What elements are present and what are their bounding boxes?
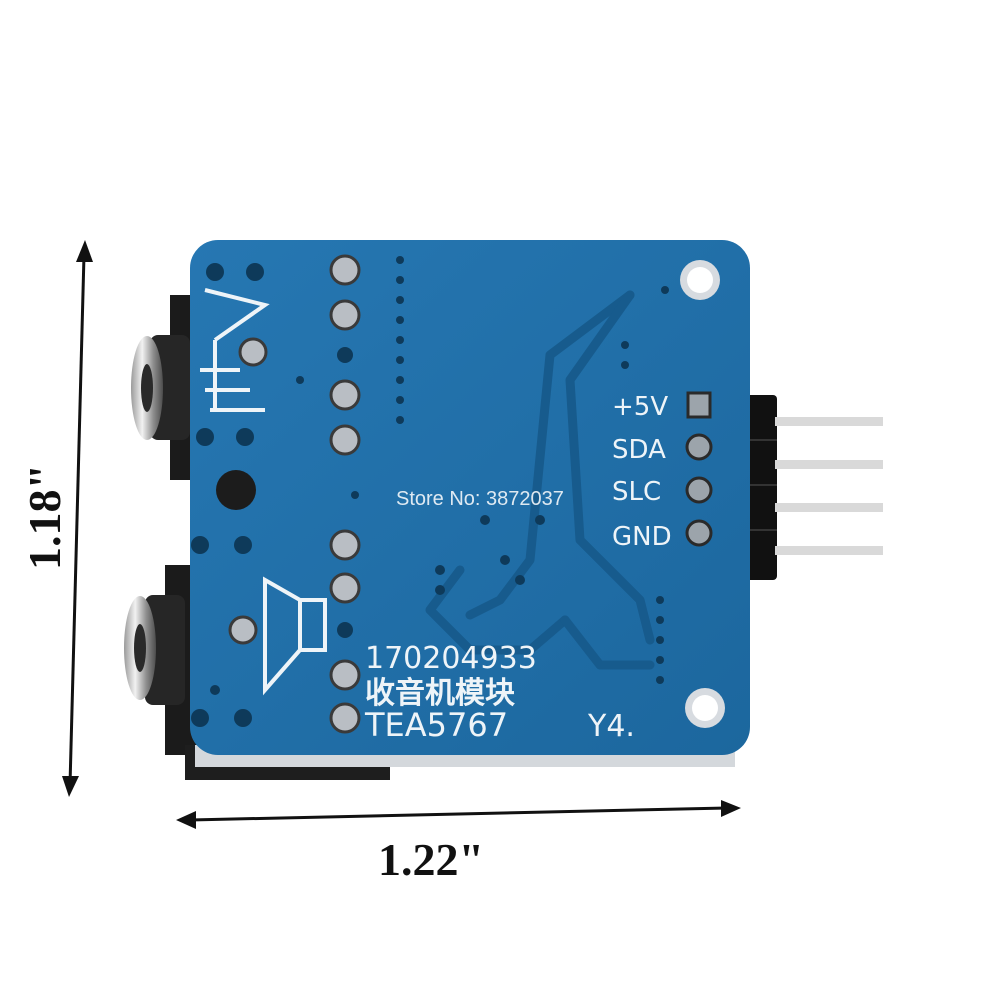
pin-label-slc: SLC bbox=[612, 477, 661, 507]
store-watermark: Store No: 3872037 bbox=[396, 488, 564, 510]
chinese-module-label: 收音机模块 bbox=[365, 676, 515, 711]
antenna-symbol bbox=[200, 288, 270, 412]
pin-label-sda: SDA bbox=[612, 435, 666, 465]
height-dimension-arrow bbox=[62, 240, 93, 797]
version-label: Y4. bbox=[587, 709, 635, 744]
width-dimension-label: 1.22" bbox=[378, 834, 484, 885]
mounting-holes bbox=[216, 260, 725, 728]
height-dimension-label: 1.18" bbox=[19, 464, 70, 570]
model-label: TEA5767 bbox=[364, 706, 508, 744]
through-hole-pads bbox=[228, 254, 361, 734]
pcb-traces bbox=[425, 290, 655, 670]
pcb-board bbox=[190, 240, 750, 755]
speaker-symbol bbox=[263, 576, 327, 696]
vias bbox=[191, 256, 669, 727]
serial-number: 170204933 bbox=[365, 641, 537, 676]
pin-label-5v: +5V bbox=[612, 392, 668, 422]
width-dimension-arrow bbox=[176, 800, 741, 829]
header-pads bbox=[685, 391, 713, 547]
pin-label-gnd: GND bbox=[612, 522, 672, 552]
pin-header bbox=[745, 395, 883, 580]
